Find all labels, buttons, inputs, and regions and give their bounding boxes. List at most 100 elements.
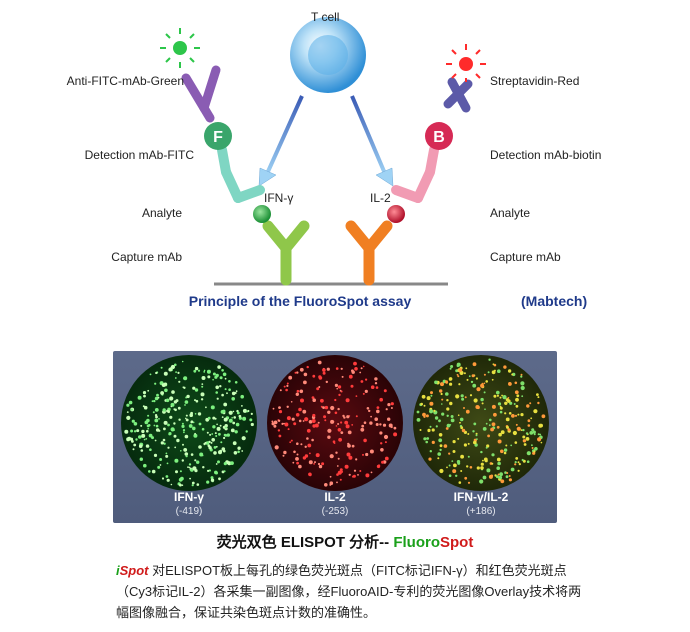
fluorescent-spot	[491, 453, 495, 457]
fluorescent-spot	[221, 416, 224, 418]
fluorescent-spot	[340, 421, 343, 424]
fluorescent-spot	[446, 423, 451, 428]
fluorescent-spot	[278, 434, 282, 438]
fluorescent-spot	[461, 397, 465, 401]
fluorescent-spot	[165, 475, 169, 478]
fluorescent-spot	[316, 387, 320, 391]
fluorescent-spot	[295, 457, 299, 461]
fluorescent-spot	[476, 405, 480, 410]
label-analyte-right: Analyte	[490, 206, 531, 220]
fluorescent-spot	[330, 419, 335, 424]
fluorescent-spot	[282, 454, 285, 457]
fluorescent-spot	[246, 410, 248, 413]
fluorescent-spot	[507, 399, 511, 403]
fluorescent-spot	[135, 438, 138, 441]
fluorescent-spot	[324, 419, 327, 422]
section-title-spot: Spot	[440, 534, 474, 551]
fluorescent-spot	[433, 409, 436, 412]
fluorescent-spot	[201, 427, 205, 431]
fluorescent-spot	[355, 458, 358, 461]
fluorescent-spot	[136, 429, 140, 433]
fluorescent-spot	[210, 478, 215, 482]
fluorescent-spot	[140, 449, 144, 452]
fluorescent-spot	[429, 450, 432, 453]
fluorescent-spot	[143, 394, 146, 398]
spots-green	[124, 360, 254, 487]
fluorescent-spot	[295, 392, 299, 396]
fluorescent-spot	[157, 396, 160, 399]
fluorescent-spot	[464, 396, 467, 399]
fluorescent-spot	[503, 448, 508, 452]
fluorescent-spot	[473, 440, 477, 445]
il2-analyte	[387, 205, 405, 223]
fluorescent-spot	[325, 380, 328, 384]
fluorescent-spot	[217, 460, 220, 464]
fluorescent-spot	[369, 421, 373, 425]
fluorescent-spot	[221, 447, 226, 451]
fluorescent-spot	[515, 423, 518, 426]
fluorescent-spot	[142, 391, 147, 395]
fluorescent-spot	[488, 424, 491, 427]
fluorescent-spot	[498, 432, 502, 437]
fluorescent-spot	[177, 406, 181, 410]
fluorescent-spot	[361, 424, 365, 428]
fluorescent-spot	[165, 454, 169, 458]
fluorescent-spot	[337, 423, 340, 425]
fluorescent-spot	[304, 454, 309, 458]
fluorescent-spot	[311, 396, 315, 399]
fluorescent-spot	[277, 429, 281, 432]
fluorescent-spot	[374, 417, 379, 421]
fluorescent-spot	[286, 384, 289, 387]
fluorescent-spot	[370, 471, 373, 474]
fluorescent-spot	[185, 418, 189, 422]
spots-red	[271, 360, 398, 487]
fluorescent-spot	[124, 429, 129, 434]
fluorescent-spot	[147, 424, 151, 427]
fluorescent-spot	[311, 419, 316, 423]
fluorescent-spot	[426, 396, 431, 401]
fluorescent-spot	[175, 371, 177, 373]
fluorescent-spot	[327, 435, 331, 439]
fluorescent-spot	[463, 407, 465, 409]
fluorescent-spot	[380, 442, 383, 445]
section-title: 荧光双色 ELISPOT 分析-- FluoroSpot	[0, 531, 690, 552]
fluorescent-spot	[147, 414, 150, 417]
fluorescent-spot	[303, 380, 307, 385]
fluorescent-spot	[170, 364, 175, 370]
fluorescent-spot	[491, 404, 496, 409]
fluorescent-spot	[516, 394, 520, 398]
fluorescent-spot	[220, 441, 223, 444]
fluorescent-spot	[181, 360, 184, 363]
fluorescent-spot	[351, 424, 354, 426]
fluorescent-spot	[127, 436, 131, 441]
fluorescent-spot	[315, 453, 320, 458]
fluorescent-spot	[526, 451, 531, 456]
fluorescent-spot	[350, 384, 354, 388]
fluorescent-spot	[502, 395, 507, 400]
fluorescent-spot	[306, 365, 309, 369]
fluorescent-spot	[365, 452, 369, 457]
fluorescent-spot	[348, 473, 351, 476]
fluorescent-spot	[191, 484, 194, 487]
fluorescent-spot	[532, 430, 536, 434]
fluorescent-spot	[143, 438, 146, 441]
fluorescent-spot	[439, 468, 444, 474]
plate-label-il2: IL-2	[324, 490, 346, 504]
fluorescent-spot	[133, 422, 138, 426]
fluorescent-spot	[541, 414, 546, 419]
fluorescent-spot	[208, 446, 212, 450]
fluorescent-spot	[383, 434, 389, 440]
fluorescent-spot	[505, 444, 508, 447]
fluorescent-spot	[147, 389, 150, 392]
fluorescent-spot	[157, 465, 161, 469]
fluorescent-spot	[370, 385, 375, 389]
fluorescent-spot	[232, 441, 237, 446]
fluorescent-spot	[163, 442, 166, 445]
fluorescent-spot	[438, 419, 441, 423]
fluorescent-spot	[205, 406, 207, 409]
fluorescent-spot	[453, 463, 457, 468]
fluorescent-spot	[226, 392, 228, 395]
fluorescent-spot	[503, 365, 507, 369]
fluorescent-spot	[495, 391, 499, 394]
fluorescent-spot	[443, 444, 448, 448]
